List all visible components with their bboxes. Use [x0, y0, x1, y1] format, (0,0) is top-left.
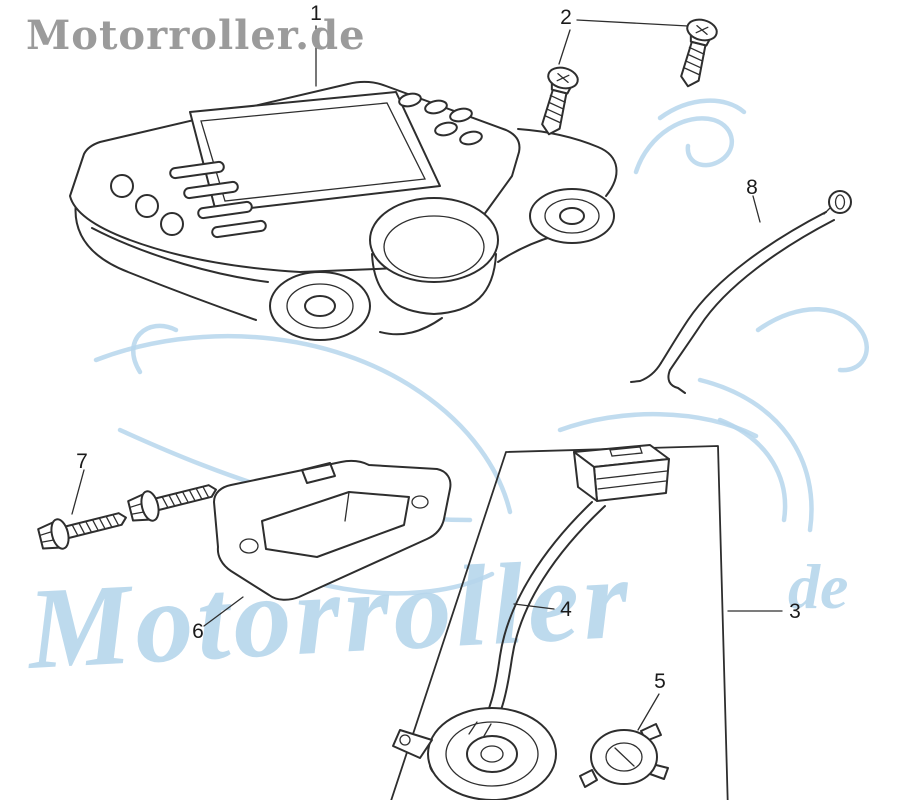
part-label-3: 3: [789, 600, 801, 623]
part-label-5: 5: [654, 670, 666, 693]
retainer-drawing: [579, 723, 669, 788]
header-brand-watermark: Motorroller.de: [26, 12, 366, 59]
part-label-7: 7: [76, 450, 88, 473]
part-label-8: 8: [746, 176, 758, 199]
speedometer-cable-drawing: [630, 190, 852, 394]
part-label-6: 6: [192, 620, 204, 643]
watermark-suffix-text: de: [788, 551, 848, 622]
mounting-ear-left: [269, 271, 371, 341]
speedometer-cluster-drawing: [69, 80, 618, 341]
screw-drawing-a: [541, 66, 579, 136]
part-label-4: 4: [560, 598, 572, 621]
bolt-drawing-b: [127, 484, 217, 522]
mounting-bracket-drawing: [213, 460, 452, 601]
bolt-drawing-a: [37, 512, 127, 550]
speedo-drive-drawing: [392, 707, 557, 800]
leader-lines: [71, 19, 783, 731]
part-label-2: 2: [560, 6, 572, 29]
screw-drawing-b: [680, 18, 718, 88]
cluster-indicators: [110, 160, 267, 239]
cluster-buttons: [398, 92, 483, 146]
cable-connector-drawing: [479, 444, 670, 729]
part-label-1: 1: [310, 2, 322, 25]
mounting-ear-right: [529, 188, 615, 244]
scooter-swoosh-lines: [93, 98, 869, 596]
